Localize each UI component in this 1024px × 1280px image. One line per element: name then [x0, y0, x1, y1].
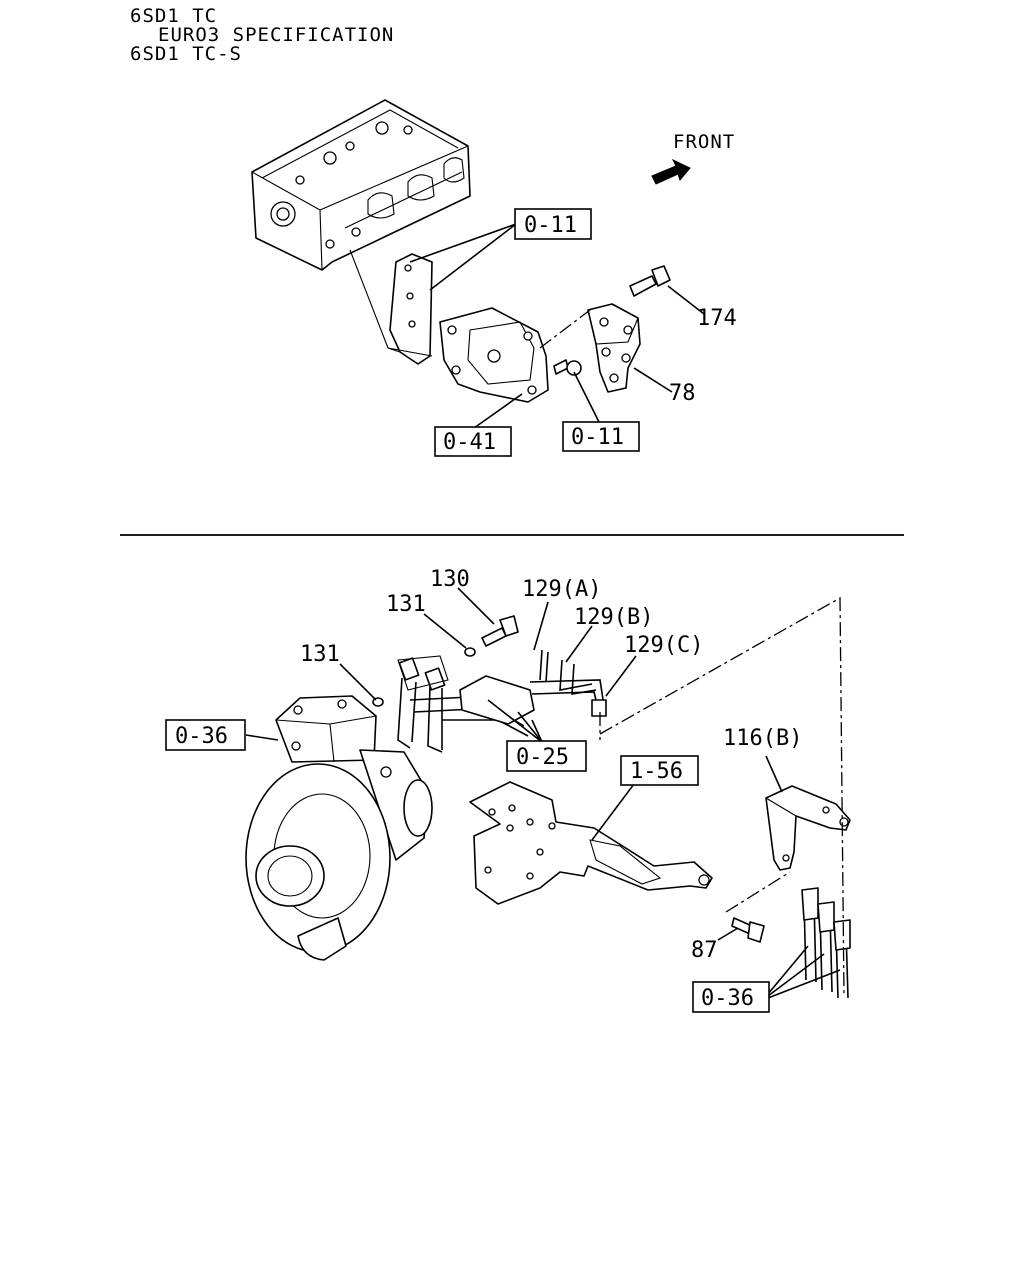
ref-bracket[interactable]: 1-56 [630, 759, 683, 784]
ref-box-exhaust-manifold[interactable] [434, 426, 512, 457]
leader-025-3 [531, 719, 543, 743]
ref-box-turbocharger[interactable] [165, 719, 246, 751]
leader-174 [667, 285, 705, 315]
ref-cylinder-head[interactable]: 0-11 [524, 213, 577, 238]
ref-bracket-bolt[interactable]: 0-11 [571, 425, 624, 450]
washer-131-upper [464, 647, 476, 657]
front-label: FRONT [673, 131, 735, 153]
small-bolt-drawing [553, 359, 582, 376]
leader-036-stud-3 [767, 969, 841, 999]
bracket-116b-drawing [765, 785, 851, 871]
turbocharger-drawing [245, 695, 433, 961]
leader-041 [473, 393, 523, 429]
leader-head-1 [409, 223, 517, 263]
ref-oil-pipes[interactable]: 0-25 [516, 745, 569, 770]
centerline-lower-87 [725, 871, 791, 913]
leader-87 [717, 927, 739, 941]
leader-131-lower [339, 663, 377, 701]
leader-025-2 [517, 711, 543, 743]
centerline-upper [539, 309, 591, 349]
leader-129b [565, 625, 593, 663]
upper-bracket-drawing [349, 249, 433, 365]
oil-pipes-drawing [397, 649, 607, 753]
leader-130 [457, 587, 495, 625]
leader-131-upper [423, 613, 467, 649]
bracket-156-drawing [469, 781, 713, 905]
bracket-78-drawing [587, 303, 641, 393]
ref-box-bracket[interactable] [620, 755, 699, 786]
model-line-3: 6SD1 TC-S [130, 43, 242, 65]
part-130-label[interactable]: 130 [430, 567, 470, 592]
exhaust-flange-drawing [439, 307, 549, 403]
leader-head-2 [429, 223, 517, 291]
ref-box-studs[interactable] [692, 981, 770, 1013]
leader-036-stud-2 [767, 953, 825, 997]
part-174-label[interactable]: 174 [697, 306, 737, 331]
ref-box-oil-pipes[interactable] [506, 740, 587, 772]
front-arrow-icon [651, 158, 691, 185]
ref-box-bracket-bolt[interactable] [562, 421, 640, 452]
part-129c-label[interactable]: 129(C) [624, 633, 703, 658]
cylinder-head-drawing [251, 99, 471, 271]
bolt-130-drawing [481, 615, 519, 647]
bolt-87-drawing [731, 917, 765, 943]
model-line-2: EURO3 SPECIFICATION [158, 24, 394, 46]
part-87-label[interactable]: 87 [691, 938, 718, 963]
centerline-lower-main [599, 596, 845, 997]
part-131-upper-label[interactable]: 131 [386, 592, 426, 617]
ref-exhaust-manifold[interactable]: 0-41 [443, 430, 496, 455]
leader-129c [605, 655, 637, 697]
ref-box-cylinder-head[interactable] [514, 208, 592, 240]
leader-156 [591, 783, 635, 841]
part-78-label[interactable]: 78 [669, 381, 696, 406]
studs-drawing [801, 887, 851, 999]
leader-129a [533, 601, 549, 651]
ref-turbocharger[interactable]: 0-36 [175, 724, 228, 749]
part-116b-label[interactable]: 116(B) [723, 726, 802, 751]
part-131-lower-label[interactable]: 131 [300, 642, 340, 667]
part-129a-label[interactable]: 129(A) [522, 577, 601, 602]
leader-78 [633, 367, 673, 393]
leader-036-stud-1 [767, 945, 809, 995]
leader-036-turbo [245, 734, 279, 741]
leader-116b [765, 755, 783, 793]
part-129b-label[interactable]: 129(B) [574, 605, 653, 630]
ref-studs[interactable]: 0-36 [701, 986, 754, 1011]
leader-025-1 [487, 699, 543, 743]
bolt-174-drawing [629, 265, 671, 297]
model-line-1: 6SD1 TC [130, 5, 217, 27]
leader-011-lower [573, 371, 601, 425]
